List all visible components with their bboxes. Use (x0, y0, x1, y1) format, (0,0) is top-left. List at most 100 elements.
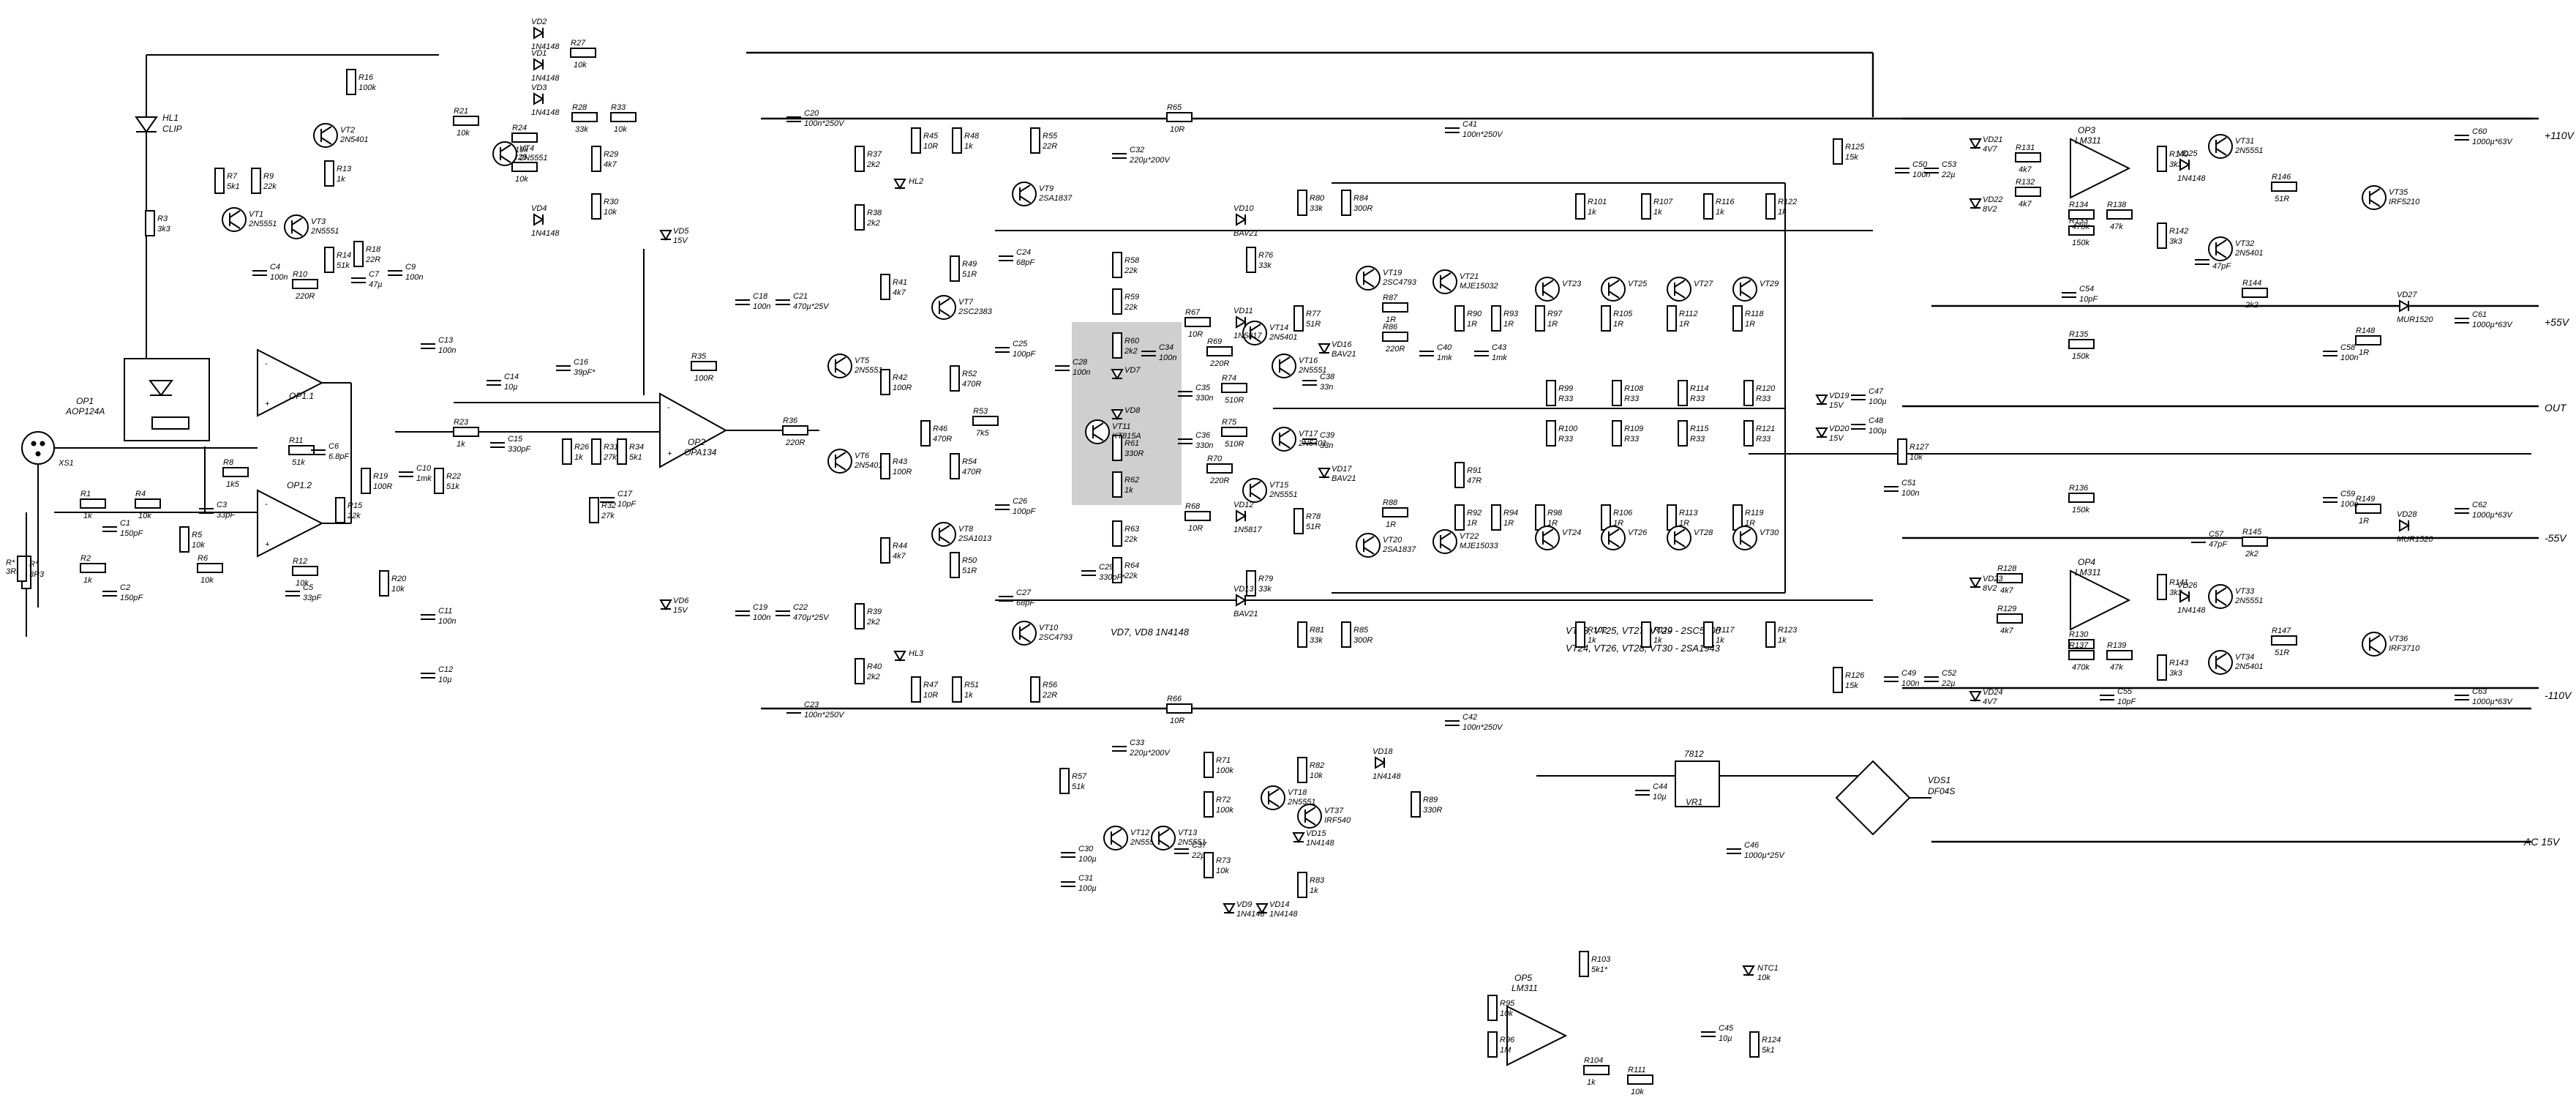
svg-text:470R: 470R (933, 435, 952, 444)
svg-text:C2: C2 (120, 583, 130, 592)
svg-text:BAV21: BAV21 (1332, 350, 1356, 359)
svg-text:C24: C24 (1016, 248, 1031, 257)
svg-text:KT815A: KT815A (1112, 432, 1141, 441)
svg-text:R98: R98 (1547, 509, 1563, 517)
svg-text:VT17: VT17 (1299, 430, 1318, 438)
svg-text:C53: C53 (1942, 160, 1957, 169)
svg-text:VD10: VD10 (1233, 204, 1254, 213)
svg-text:R12: R12 (293, 557, 307, 566)
svg-text:51k: 51k (337, 261, 350, 270)
label-op5-part: LM311 (1512, 983, 1538, 993)
svg-text:R136: R136 (2069, 484, 2089, 493)
svg-text:100n*250V: 100n*250V (804, 711, 845, 719)
svg-text:R10: R10 (293, 270, 308, 279)
svg-text:10k: 10k (1910, 453, 1923, 462)
svg-text:VT33: VT33 (2235, 587, 2255, 596)
svg-text:-: - (667, 403, 670, 412)
svg-text:BAV21: BAV21 (1233, 229, 1258, 238)
svg-text:R117: R117 (1716, 626, 1735, 635)
svg-text:10R: 10R (1188, 524, 1203, 533)
svg-text:3k3: 3k3 (2169, 588, 2183, 597)
svg-text:R130: R130 (2069, 630, 2089, 639)
svg-text:R129: R129 (1997, 605, 2016, 613)
svg-text:MUR1520: MUR1520 (2397, 535, 2433, 544)
svg-text:2k2: 2k2 (866, 219, 880, 228)
svg-text:47µ: 47µ (369, 280, 383, 289)
svg-text:3k3: 3k3 (2169, 669, 2183, 678)
svg-text:1k: 1k (1310, 886, 1318, 895)
svg-text:100n: 100n (753, 302, 770, 311)
svg-text:VT34: VT34 (2235, 653, 2254, 662)
svg-text:33k: 33k (1310, 636, 1323, 645)
svg-text:330n: 330n (1195, 441, 1213, 450)
svg-text:100µ: 100µ (1078, 855, 1097, 864)
svg-text:C14: C14 (504, 373, 519, 381)
svg-text:22R: 22R (1042, 691, 1057, 700)
svg-text:R7: R7 (227, 172, 238, 181)
svg-text:VD19: VD19 (1829, 392, 1850, 400)
svg-text:2k2: 2k2 (2245, 550, 2258, 558)
svg-text:22k: 22k (263, 182, 277, 191)
transistor-vt25: VT25 (1601, 277, 1648, 302)
bridge-rectifier-vds1: VDS1 DF04S (1835, 760, 1955, 836)
svg-text:R62: R62 (1124, 476, 1139, 485)
svg-text:R16: R16 (358, 73, 374, 82)
svg-text:4k7: 4k7 (2019, 200, 2032, 209)
svg-text:100n: 100n (1901, 489, 1919, 498)
svg-text:R148: R148 (2356, 326, 2376, 335)
svg-text:C50: C50 (1912, 160, 1928, 169)
svg-text:1R: 1R (1679, 519, 1689, 528)
svg-text:C43: C43 (1492, 343, 1507, 352)
svg-text:-: - (265, 359, 268, 368)
svg-text:R*: R* (6, 558, 15, 567)
svg-text:R140: R140 (2169, 150, 2189, 159)
svg-text:VT16: VT16 (1299, 356, 1318, 365)
svg-text:C33: C33 (1130, 739, 1145, 747)
svg-text:C60: C60 (2472, 127, 2487, 136)
svg-text:R102: R102 (1588, 626, 1607, 635)
svg-text:27k: 27k (601, 512, 615, 520)
svg-text:2k2: 2k2 (866, 160, 880, 169)
svg-text:100n: 100n (270, 273, 288, 282)
svg-text:1k: 1k (1778, 636, 1787, 645)
svg-text:1k: 1k (964, 691, 973, 700)
svg-text:VT35: VT35 (2389, 188, 2408, 197)
svg-text:R65: R65 (1167, 103, 1182, 112)
svg-text:R66: R66 (1167, 695, 1182, 703)
opamp-op1: -+ OP1.1 -+ OP1.2 (80, 348, 352, 558)
svg-text:15k: 15k (1845, 153, 1858, 162)
svg-text:R57: R57 (1072, 772, 1087, 781)
svg-text:220R: 220R (785, 438, 805, 447)
